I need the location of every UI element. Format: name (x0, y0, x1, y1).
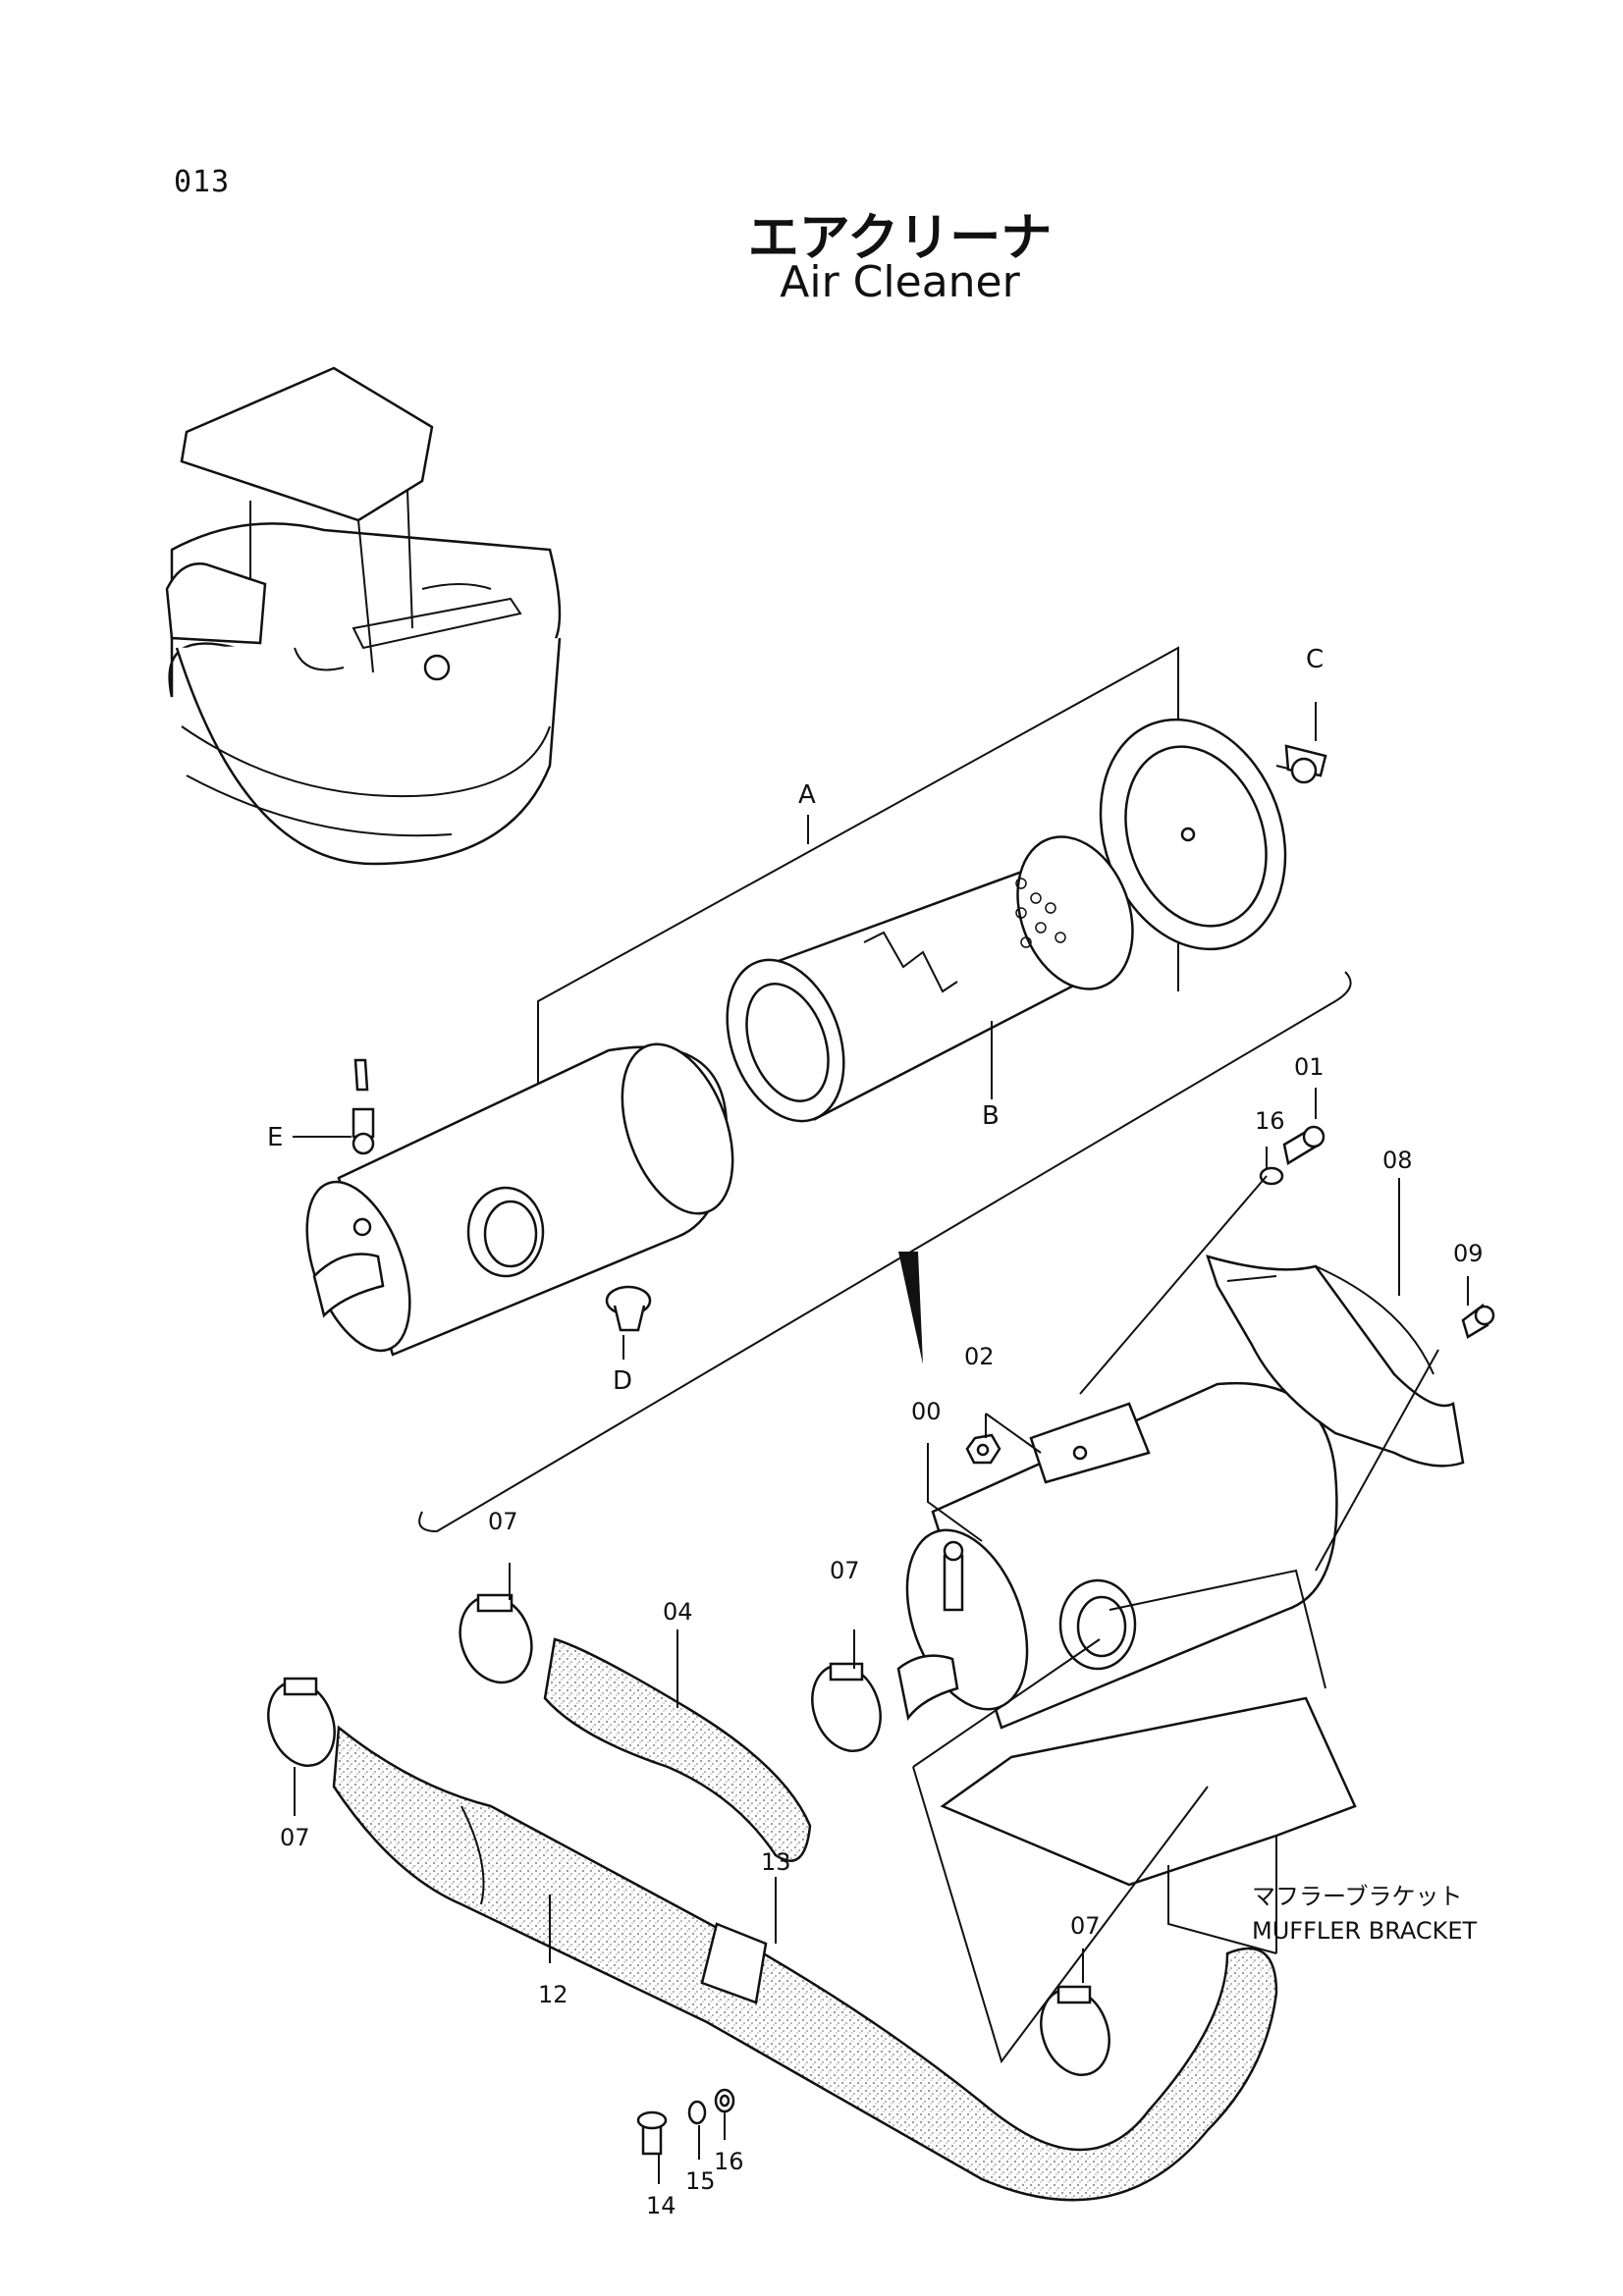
callout-16-b: 16 (714, 2148, 744, 2175)
callout-07-c: 07 (280, 1824, 310, 1851)
callout-labels: A B C D E 00 01 02 04 07 07 07 07 08 09 … (267, 645, 1484, 2219)
muffler-bracket (940, 1569, 1357, 1954)
page-title-japanese: エアクリーナ (747, 209, 1053, 268)
lock-washer-15 (687, 2100, 707, 2125)
washer-16-lower (714, 2088, 735, 2113)
hose-clamp-2 (459, 1593, 533, 1684)
callout-A: A (798, 780, 816, 810)
wing-nut (1284, 744, 1327, 784)
callout-07-a: 07 (488, 1508, 518, 1535)
excavator-locator-illustration (165, 366, 562, 866)
assembly-pointer (898, 1252, 923, 1364)
callout-00: 00 (911, 1398, 942, 1425)
callout-14: 14 (646, 2192, 676, 2219)
washer-16-upper (1259, 1166, 1284, 1186)
hose-sleeve (700, 1922, 768, 2004)
callout-07-d: 07 (1070, 1912, 1101, 1940)
restriction-indicator (352, 1058, 375, 1155)
mounting-plate (1029, 1402, 1151, 1484)
callout-C: C (1306, 645, 1324, 674)
filter-element (726, 835, 1134, 1123)
hose-clamp-3 (811, 1662, 882, 1753)
muffler-bracket-label-en: MUFFLER BRACKET (1252, 1917, 1478, 1945)
air-cleaner-assembly (896, 1381, 1338, 1730)
hose-clamp-1 (267, 1677, 336, 1768)
intake-hose (332, 1725, 1278, 2202)
elbow-hose (543, 1637, 812, 1862)
filter-perforations (1015, 878, 1066, 948)
page-title-english: Air Cleaner (780, 257, 1020, 307)
callout-15: 15 (685, 2167, 716, 2195)
callout-08: 08 (1382, 1147, 1413, 1174)
bolt-09 (1461, 1303, 1495, 1339)
muffler-bracket-label-jp: マフラーブラケット (1252, 1883, 1463, 1910)
callout-09: 09 (1453, 1240, 1484, 1267)
callout-16-a: 16 (1255, 1107, 1285, 1135)
callout-E: E (267, 1123, 283, 1152)
callout-13: 13 (761, 1848, 791, 1876)
callout-07-b: 07 (830, 1557, 860, 1584)
nut-02 (965, 1433, 1001, 1465)
callout-D: D (613, 1366, 632, 1396)
bolt-14 (636, 2110, 668, 2156)
mounting-band (1206, 1255, 1465, 1468)
page-number: 013 (174, 165, 231, 199)
leader-lines (293, 702, 1469, 2184)
air-cleaner-body (305, 1042, 734, 1357)
hose-clamp-4 (1040, 1985, 1110, 2077)
evacuator-valve (605, 1285, 652, 1332)
callout-01: 01 (1294, 1053, 1325, 1081)
callout-02: 02 (964, 1343, 995, 1370)
bolt-01 (1282, 1125, 1325, 1165)
callout-12: 12 (538, 1981, 568, 2008)
callout-04: 04 (663, 1598, 693, 1626)
callout-B: B (982, 1101, 1000, 1131)
